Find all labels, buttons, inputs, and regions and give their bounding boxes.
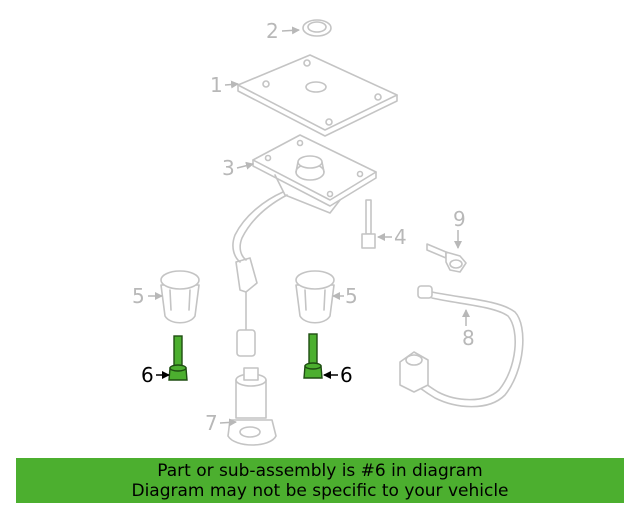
part-8-hose (399, 285, 524, 408)
part-6-bolt-left (168, 335, 188, 381)
part-5-bump-right (295, 270, 335, 324)
callout-6b: 6 (340, 363, 353, 387)
leader-2 (281, 26, 300, 35)
callout-5b: 5 (345, 284, 358, 308)
callout-3: 3 (222, 156, 235, 180)
part-6-bolt-right (303, 333, 323, 379)
info-banner: Part or sub-assembly is #6 in diagram Di… (16, 458, 624, 503)
callout-1: 1 (210, 73, 223, 97)
callout-2: 2 (266, 19, 279, 43)
part-3-lower-plate (232, 134, 377, 357)
callout-5a: 5 (132, 284, 145, 308)
part-4-stud (361, 199, 376, 249)
callout-9: 9 (453, 207, 466, 231)
part-1-upper-plate (237, 54, 398, 137)
part-7-jack-base (227, 367, 277, 446)
leader-1 (224, 80, 239, 89)
callout-6a: 6 (141, 363, 154, 387)
leader-3 (236, 161, 254, 170)
callout-8: 8 (462, 326, 475, 350)
part-5-bump-left (160, 270, 200, 324)
callout-4: 4 (394, 225, 407, 249)
callout-7: 7 (205, 411, 218, 435)
banner-line-1: Part or sub-assembly is #6 in diagram (157, 460, 483, 481)
part-9-bolt (426, 243, 467, 273)
part-2-grommet (302, 19, 332, 37)
leader-7 (219, 418, 237, 427)
banner-line-2: Diagram may not be specific to your vehi… (131, 480, 509, 501)
parts-diagram: 2 1 3 4 (132, 19, 524, 446)
